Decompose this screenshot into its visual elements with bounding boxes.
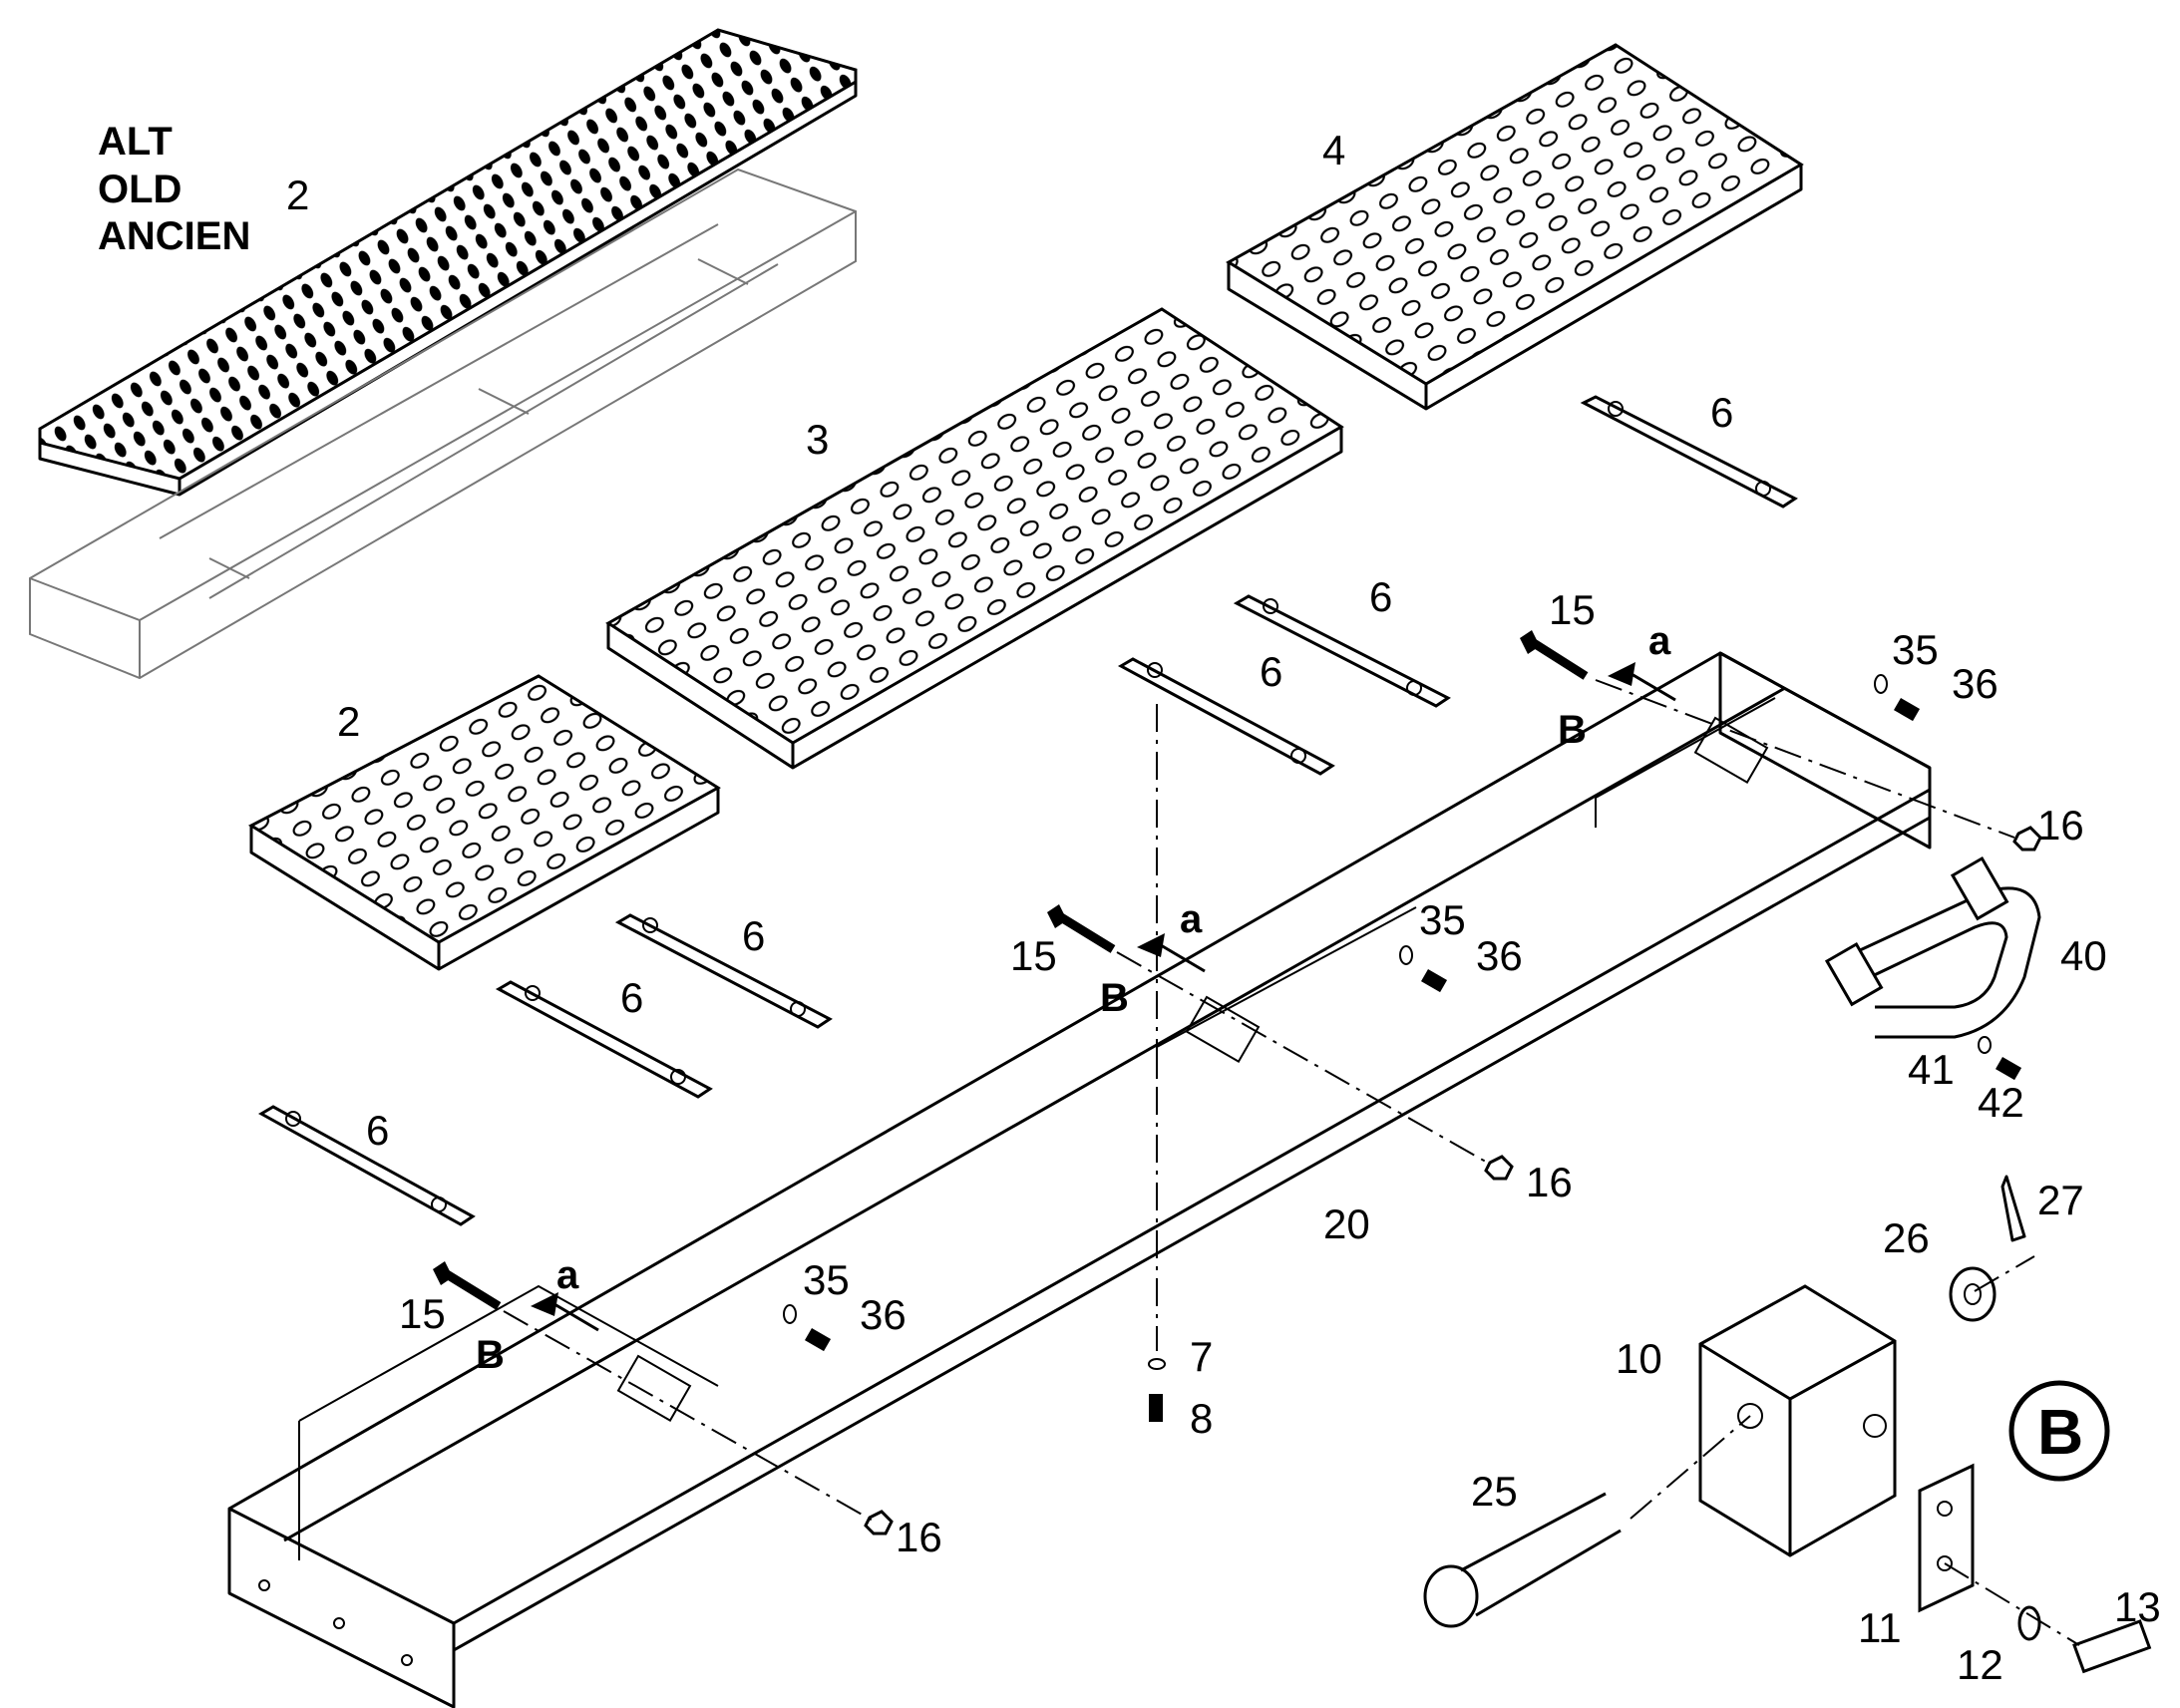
arrow-a [531,1292,599,1332]
callout-label: 8 [1190,1395,1213,1442]
nut-16 [864,1510,894,1536]
arrow-label: a [556,1253,579,1297]
washer-35 [1874,674,1888,694]
legacy-note-line: ALT [98,120,173,164]
callout-label: 40 [2060,932,2107,979]
center-line [1630,1415,1751,1520]
callout-label: 2 [337,698,360,745]
bolt-15 [1047,904,1116,953]
callout-label: 10 [1616,1335,1662,1382]
callout-label: 6 [742,912,765,959]
hinge-bracket-10 [1698,1284,1897,1557]
detail-reference-label: B [476,1333,505,1377]
callout-label: 27 [2037,1177,2084,1223]
callout-label: 35 [1892,626,1939,673]
callout-label: 4 [1322,127,1345,173]
step-grating-4 [1226,43,1804,411]
washer-35 [783,1304,797,1324]
callout-label: 6 [1260,648,1282,695]
step-grating-2 [247,674,721,971]
washer-26 [1949,1266,1997,1322]
screw-36 [1421,969,1448,993]
callout-label: 6 [1369,573,1392,620]
main-step-frame [227,651,1932,1708]
legacy-note-line: ANCIEN [98,214,250,258]
callout-label: 35 [1419,896,1466,943]
callout-label: 12 [1957,1641,2003,1688]
callout-label: 26 [1883,1214,1930,1261]
cotter-pin-27 [2000,1175,2026,1242]
callout-label: 15 [1549,586,1596,633]
detail-reference-label: B [1100,976,1129,1020]
arrow-label: a [1648,619,1671,663]
arrow-a [1608,662,1676,702]
mounting-strap [614,913,833,1029]
step-grating-3 [605,307,1344,770]
center-line [503,1310,874,1522]
callout-label: 7 [1190,1333,1213,1380]
arrow-label: a [1180,897,1203,941]
screw-36 [1894,698,1921,722]
callout-label: 6 [1710,389,1733,436]
callout-label: 11 [1858,1604,1902,1651]
callout-label: 20 [1323,1200,1370,1247]
mounting-strap [257,1105,476,1226]
callout-label: 36 [860,1291,907,1338]
callout-label: 16 [2037,802,2084,849]
callout-label: 16 [896,1514,942,1560]
washer-41 [1978,1036,1992,1054]
screw-42 [1996,1057,2022,1081]
callout-label: 15 [399,1290,446,1337]
callout-label: 13 [2114,1583,2161,1630]
callout-label: 36 [1476,932,1523,979]
detail-b-circle-marker [2008,1380,2110,1482]
callout-label: 36 [1952,660,1998,707]
detail-b-marker-label: B [2037,1396,2083,1468]
old-step-frame [29,168,857,680]
mounting-strap [1580,395,1798,509]
washer-7 [1148,1358,1166,1370]
plate-11 [1918,1463,1975,1613]
callout-label: 6 [366,1107,389,1154]
nut-16 [1484,1155,1514,1181]
arrow-a [1137,933,1206,973]
callout-label: 16 [1526,1159,1573,1205]
callout-label: 25 [1471,1468,1518,1515]
callout-label: 41 [1908,1046,1955,1093]
screw-8 [1149,1394,1163,1422]
callout-label: 2 [286,171,309,218]
old-step-grating [38,28,858,497]
callout-label: 6 [620,974,643,1021]
washer-35 [1399,945,1413,965]
mounting-strap [1233,594,1451,708]
washer-12 [2017,1605,2041,1641]
bolt-15 [1520,630,1589,680]
bolt-13 [2072,1619,2152,1674]
pin-25 [1423,1492,1622,1628]
screw-36 [805,1328,832,1352]
bolt-15 [433,1261,502,1310]
center-line [1944,1562,2080,1646]
callout-label: 15 [1010,932,1057,979]
center-line [1595,679,2015,839]
callout-label: 35 [803,1256,850,1303]
legacy-note-line: OLD [98,168,182,211]
mounting-strap [1117,657,1335,776]
grab-handle-40 [1824,855,2041,1039]
center-line [1974,1255,2035,1292]
nut-16 [2012,826,2042,852]
callout-label: 42 [1978,1079,2024,1126]
mounting-strap [495,980,713,1099]
callout-label: 3 [806,416,829,463]
center-line [1116,951,1492,1166]
detail-reference-label: B [1558,708,1587,752]
